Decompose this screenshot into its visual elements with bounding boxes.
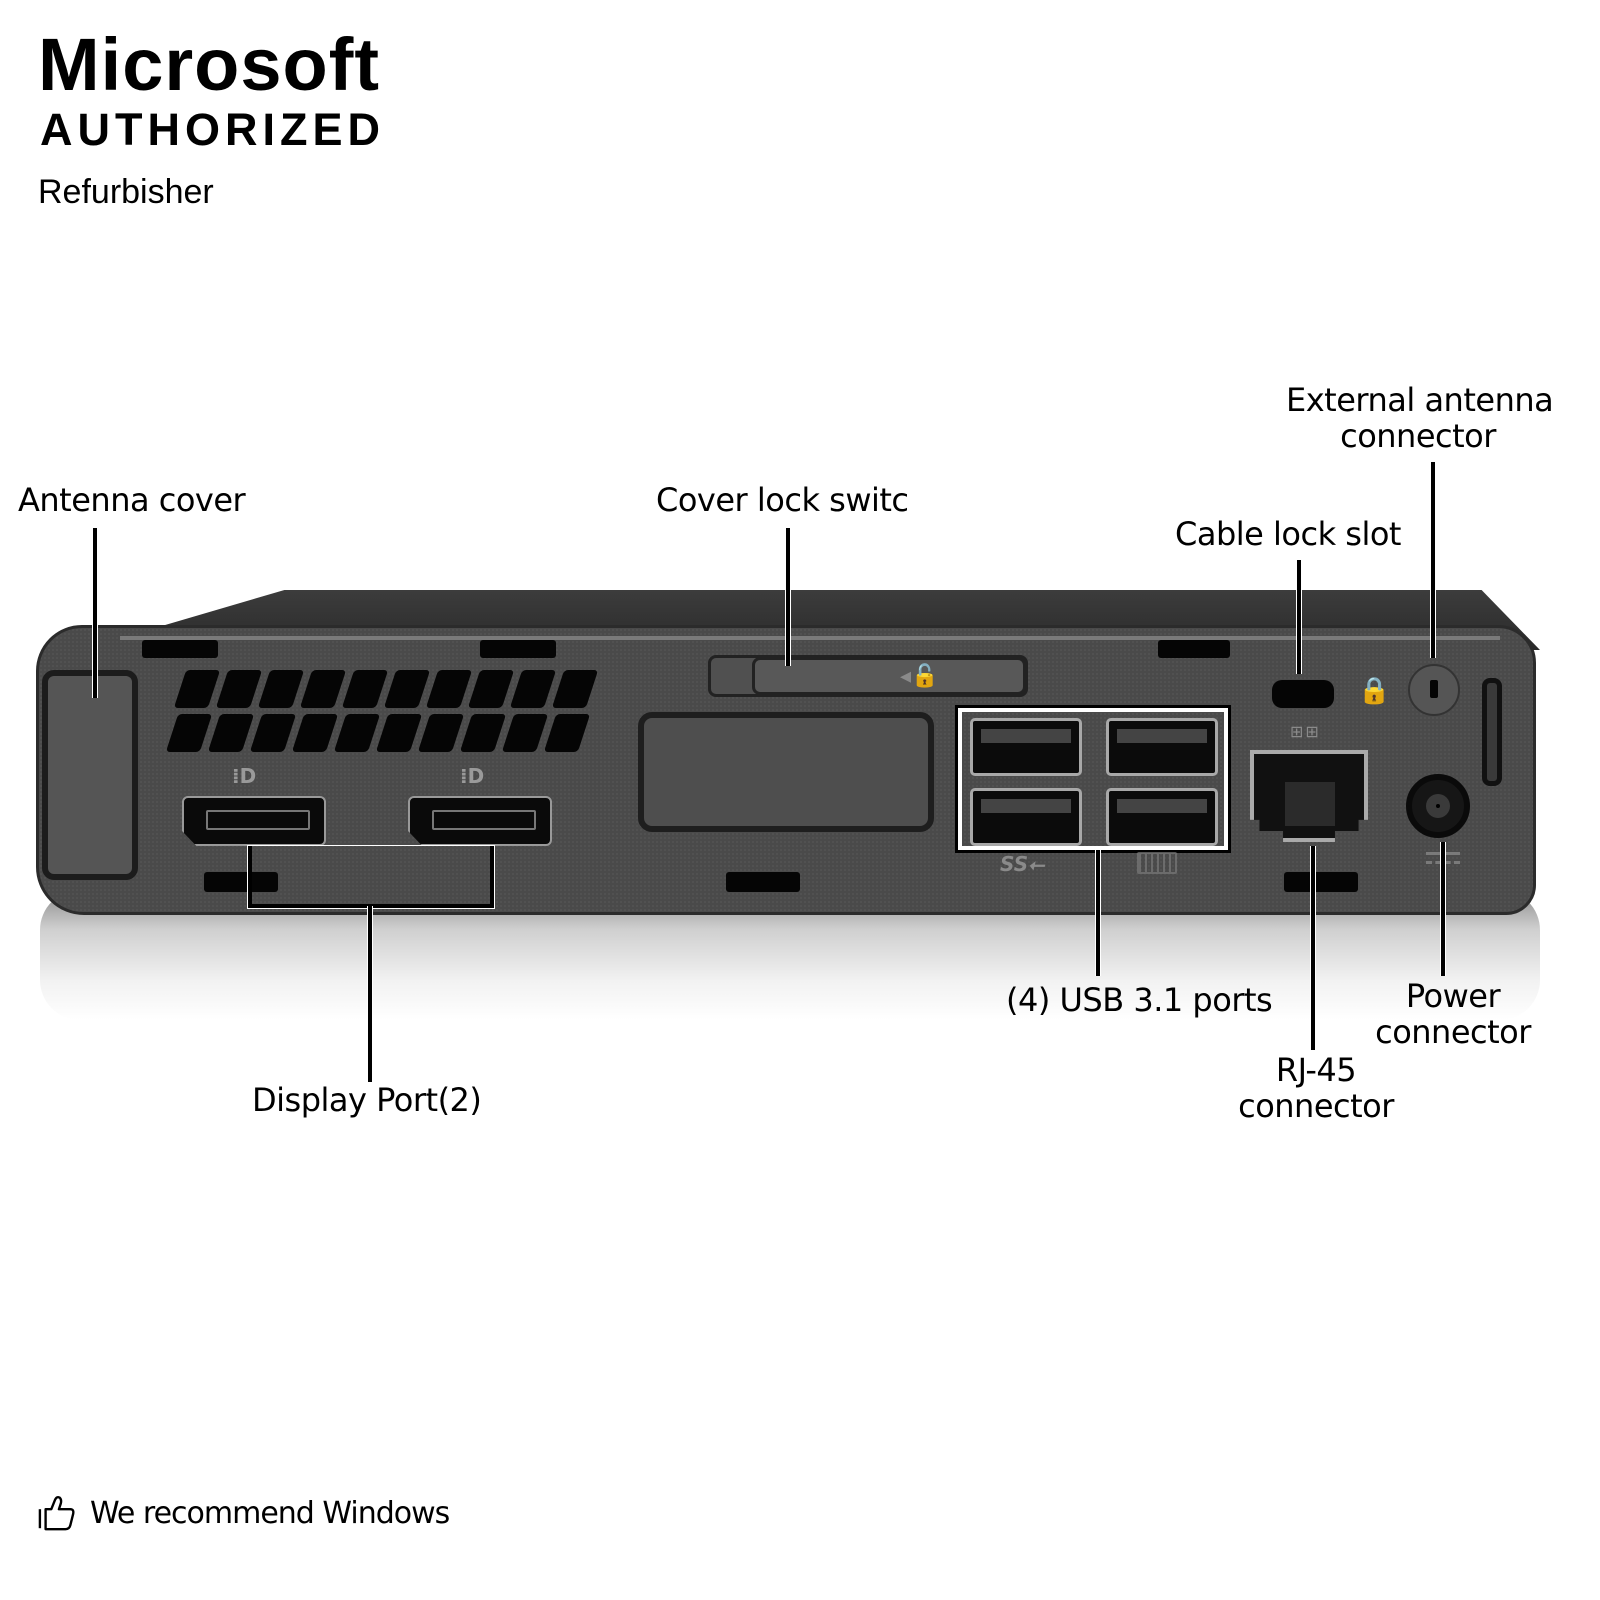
- leader-external-antenna: [1430, 462, 1436, 658]
- bottom-vent-slot: [1284, 872, 1358, 892]
- top-vent-slot: [480, 640, 556, 658]
- antenna-cover: [42, 670, 138, 880]
- vent: [257, 670, 305, 708]
- leader-power: [1440, 842, 1446, 976]
- ss-usb-icon: SS⭠: [1000, 852, 1045, 876]
- vent: [165, 714, 213, 752]
- leader-rj45: [1310, 846, 1316, 1050]
- label-line: RJ-45: [1275, 1051, 1357, 1089]
- vent: [543, 714, 591, 752]
- label-power-connector: Power connector: [1370, 978, 1536, 1050]
- vent: [383, 670, 431, 708]
- vent: [299, 670, 347, 708]
- vent: [291, 714, 339, 752]
- bracket-display-ports: [248, 846, 494, 908]
- displayport-1: [182, 796, 326, 846]
- power-connector: [1406, 774, 1470, 838]
- leader-cover-lock-switch: [785, 528, 791, 666]
- usb-ports-highlight: [955, 705, 1231, 853]
- vent: [459, 714, 507, 752]
- lock-icon: 🔒: [1358, 676, 1391, 706]
- leader-antenna-cover: [92, 528, 98, 698]
- external-antenna-connector: [1408, 664, 1460, 716]
- usb-tongue: [1117, 729, 1207, 743]
- device-rim: [120, 636, 1500, 640]
- bottom-vent-slot: [204, 872, 278, 892]
- rj45-latch: [1285, 782, 1335, 826]
- label-line: connector: [1238, 1087, 1394, 1125]
- vent-grille-row-1: [173, 670, 599, 708]
- vent: [425, 670, 473, 708]
- usb-tongue: [1117, 799, 1207, 813]
- label-cable-lock-slot: Cable lock slot: [1175, 515, 1401, 553]
- usb-port: [970, 718, 1082, 776]
- dp-connector: [206, 810, 310, 830]
- label-external-antenna: External antenna connector: [1286, 381, 1554, 455]
- displayport-icon: ⁞D: [232, 764, 257, 788]
- usb-tongue: [981, 729, 1071, 743]
- brand-refurbisher: Refurbisher: [38, 173, 214, 211]
- usb-tongue: [981, 799, 1071, 813]
- usb-port: [970, 788, 1082, 846]
- top-vent-slot: [1158, 640, 1230, 658]
- brand-microsoft: Microsoft: [38, 23, 380, 106]
- vent: [501, 714, 549, 752]
- usb-port: [1106, 718, 1218, 776]
- leader-cable-lock-slot: [1296, 560, 1302, 674]
- vent: [249, 714, 297, 752]
- port-cover-plate: [638, 712, 934, 832]
- network-icon: ⊞⊞: [1290, 722, 1321, 741]
- leader-display-port: [367, 906, 373, 1082]
- vent: [375, 714, 423, 752]
- cover-lock-switch: [752, 657, 1026, 695]
- authorized-refurbisher-logo: Microsoft AUTHORIZED Refurbisher: [38, 28, 385, 212]
- label-line: connector: [1340, 417, 1496, 455]
- label-line: External antenna: [1286, 381, 1554, 419]
- brand-authorized: AUTHORIZED: [40, 104, 385, 155]
- vent: [333, 714, 381, 752]
- label-rj45: RJ-45 connector: [1226, 1052, 1406, 1124]
- displayport-icon: ⁞D: [460, 764, 485, 788]
- vent-grille-row-2: [165, 714, 591, 752]
- cable-lock-slot: [1272, 680, 1334, 708]
- label-antenna-cover: Antenna cover: [18, 481, 246, 519]
- label-line: connector: [1375, 1013, 1531, 1051]
- vent: [509, 670, 557, 708]
- vent: [417, 714, 465, 752]
- side-latch: [1482, 678, 1502, 786]
- leader-usb: [1095, 850, 1101, 976]
- label-display-port: Display Port(2): [252, 1081, 482, 1119]
- bottom-vent-slot: [726, 872, 800, 892]
- vent: [341, 670, 389, 708]
- usb-port: [1106, 788, 1218, 846]
- unlock-icon: ◂🔓: [900, 664, 939, 689]
- displayport-2: [408, 796, 552, 846]
- vent: [173, 670, 221, 708]
- keyboard-icon: [1137, 852, 1177, 874]
- top-vent-slot: [142, 640, 218, 658]
- vent: [215, 670, 263, 708]
- vent: [551, 670, 599, 708]
- thumbs-up-icon: [38, 1495, 75, 1531]
- windows-recommendation: We recommend Windows: [38, 1494, 450, 1532]
- label-cover-lock-switch: Cover lock switc: [656, 481, 909, 519]
- vent: [207, 714, 255, 752]
- footer-text: We recommend Windows: [90, 1495, 450, 1531]
- label-usb-ports: (4) USB 3.1 ports: [1006, 981, 1273, 1019]
- dp-connector: [432, 810, 536, 830]
- label-line: Power: [1405, 977, 1501, 1015]
- vent: [467, 670, 515, 708]
